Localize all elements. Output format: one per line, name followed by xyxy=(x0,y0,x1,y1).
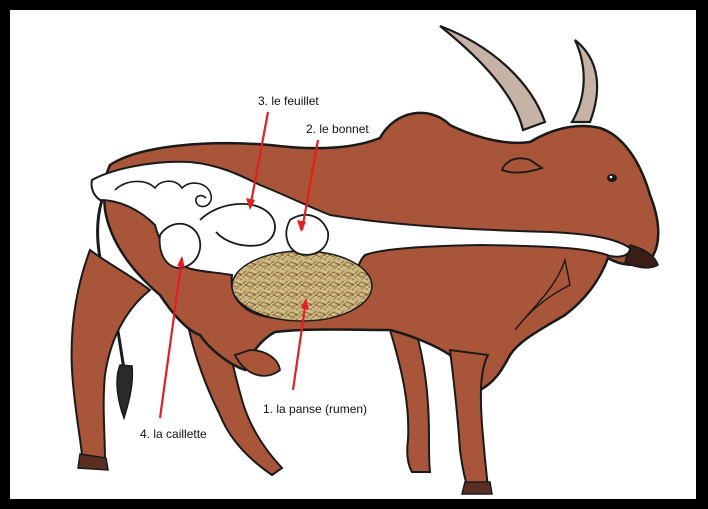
bonnet-organ xyxy=(286,215,328,255)
eye xyxy=(607,174,617,182)
label-caillette: 4. la caillette xyxy=(140,427,207,441)
left-horn xyxy=(440,26,545,130)
tail-tuft xyxy=(117,365,132,418)
label-bonnet: 2. le bonnet xyxy=(306,122,369,136)
hind-near-leg xyxy=(72,250,150,460)
front-near-hoof xyxy=(462,482,492,494)
front-near-leg xyxy=(450,350,488,488)
front-far-leg xyxy=(390,328,430,472)
label-feuillet: 3. le feuillet xyxy=(258,94,319,108)
right-horn xyxy=(572,40,597,122)
diagram-canvas: 3. le feuillet 2. le bonnet 1. la panse … xyxy=(10,10,696,499)
rumen-hay xyxy=(232,251,372,321)
cow-illustration xyxy=(10,10,696,499)
udder xyxy=(235,350,280,376)
label-panse: 1. la panse (rumen) xyxy=(263,402,367,416)
